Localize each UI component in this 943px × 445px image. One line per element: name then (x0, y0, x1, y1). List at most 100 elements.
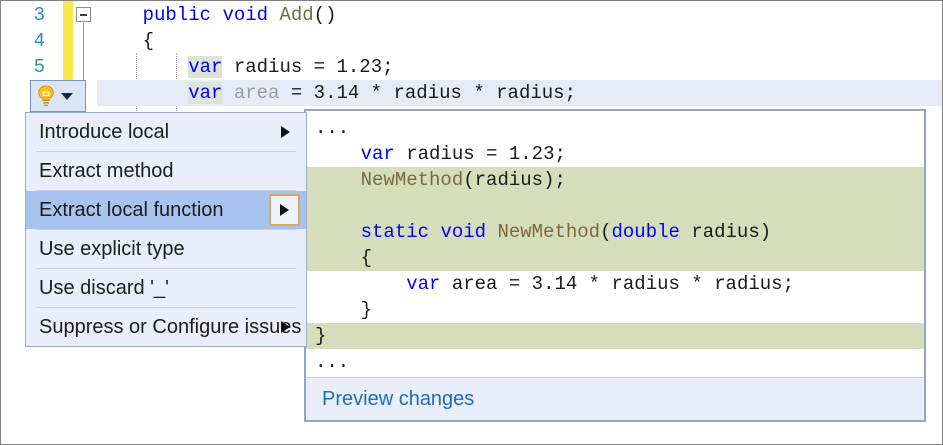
code-token: } (315, 299, 373, 321)
code-token: 3.14 (313, 82, 360, 104)
code-line[interactable]: { (97, 28, 942, 54)
menu-separator (36, 307, 296, 308)
code-token (315, 273, 406, 295)
code-line[interactable]: var area = 3.14 * radius * radius; (97, 80, 942, 106)
menu-separator (36, 268, 296, 269)
menu-item-introduce-local[interactable]: Introduce local (26, 113, 306, 151)
code-token: var (360, 143, 395, 165)
code-token: NewMethod (497, 221, 601, 243)
code-token: * (577, 273, 612, 295)
code-token (395, 143, 406, 165)
code-token: void (222, 4, 269, 26)
menu-item-label: Use explicit type (39, 237, 185, 260)
line-number: 3 (33, 4, 45, 26)
code-token: 1.23 (336, 56, 383, 78)
code-token: radius (393, 82, 462, 104)
code-token: ... (315, 117, 350, 139)
preview-context-line: var radius = 1.23; (306, 141, 924, 167)
code-token: NewMethod (360, 169, 464, 191)
chevron-down-icon[interactable] (61, 92, 73, 100)
menu-item-extract-method[interactable]: Extract method (26, 152, 306, 190)
code-token (429, 221, 440, 243)
code-token: () (313, 4, 337, 26)
submenu-expander-button[interactable] (269, 194, 300, 226)
menu-item-label: Extract method (39, 159, 174, 182)
preview-context-line: ... (306, 349, 924, 375)
preview-context-line: } (306, 297, 924, 323)
code-token: = (279, 82, 314, 104)
code-token: var (188, 82, 223, 104)
menu-item-label: Use discard '_' (39, 276, 169, 299)
code-token: radius (611, 273, 680, 295)
line-number: 4 (33, 30, 45, 52)
preview-added-line (306, 193, 924, 219)
preview-added-line: { (306, 245, 924, 271)
quick-actions-preview-panel: ... var radius = 1.23; NewMethod(radius)… (304, 109, 926, 422)
code-token (440, 273, 451, 295)
preview-footer: Preview changes (306, 377, 924, 420)
code-token (680, 221, 691, 243)
code-token: ... (315, 351, 350, 373)
code-token: area (451, 273, 498, 295)
code-token (315, 221, 361, 243)
chevron-right-icon (280, 204, 289, 216)
menu-separator (36, 151, 296, 152)
menu-item-use-explicit-type[interactable]: Use explicit type (26, 230, 306, 268)
code-token: Add (279, 4, 314, 26)
code-token: * (461, 82, 497, 104)
code-token: = (474, 143, 509, 165)
code-token: radius (691, 221, 760, 243)
preview-added-line: static void NewMethod(double radius) (306, 219, 924, 245)
code-token (315, 143, 361, 165)
code-line[interactable]: public void Add() (97, 2, 942, 28)
menu-item-use-discard[interactable]: Use discard '_' (26, 269, 306, 307)
code-token: ); (543, 169, 566, 191)
preview-context-line: var area = 3.14 * radius * radius; (306, 271, 924, 297)
collapse-minus-icon[interactable] (76, 7, 91, 22)
code-token (486, 221, 497, 243)
code-token: } (315, 325, 327, 347)
code-token: radius (474, 169, 544, 191)
lightbulb-icon (36, 85, 56, 107)
code-token: radius (496, 82, 565, 104)
code-token: public (142, 4, 212, 26)
code-token (222, 82, 233, 104)
code-token: { (97, 30, 155, 52)
preview-changes-link[interactable]: Preview changes (322, 387, 475, 410)
quick-actions-lightbulb-button[interactable] (30, 80, 86, 112)
code-token (268, 4, 279, 26)
menu-item-label: Extract local function (39, 198, 224, 221)
code-token: ) (759, 221, 772, 243)
code-token: radius (233, 56, 303, 78)
code-token: = (302, 56, 337, 78)
menu-item-extract-local-function[interactable]: Extract local function (26, 191, 306, 229)
code-token: ; (554, 143, 566, 165)
code-token (222, 56, 233, 78)
code-token: { (315, 247, 373, 269)
preview-added-line: } (306, 323, 924, 349)
code-token (97, 4, 143, 26)
code-token (97, 56, 188, 78)
code-token: ; (564, 82, 576, 104)
chevron-right-icon (281, 321, 290, 333)
code-token (97, 82, 188, 104)
code-token: ; (382, 56, 394, 78)
code-token: ( (600, 221, 612, 243)
code-token: var (406, 273, 441, 295)
preview-added-line: NewMethod(radius); (306, 167, 924, 193)
outlining-vertical-line (83, 23, 84, 113)
menu-separator (36, 190, 296, 191)
code-token: ; (782, 273, 794, 295)
line-number: 5 (33, 56, 45, 78)
code-token: ( (463, 169, 475, 191)
unsaved-change-bar (63, 1, 73, 86)
code-token: var (188, 56, 223, 78)
menu-item-suppress-or-configure-issues[interactable]: Suppress or Configure issues (26, 308, 306, 346)
code-token: * (359, 82, 394, 104)
menu-item-label: Introduce local (39, 120, 170, 143)
code-token: radius (714, 273, 783, 295)
menu-separator (36, 229, 296, 230)
chevron-right-icon (281, 126, 290, 138)
code-line[interactable]: var radius = 1.23; (97, 54, 942, 80)
